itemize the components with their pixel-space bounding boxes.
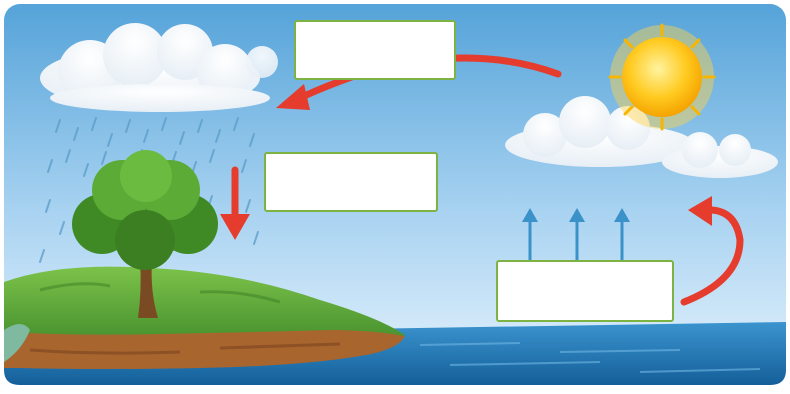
label-box-middle[interactable]	[264, 152, 438, 212]
label-box-top[interactable]	[294, 20, 456, 80]
label-box-bottom[interactable]	[496, 260, 674, 322]
sun-icon	[610, 25, 714, 129]
